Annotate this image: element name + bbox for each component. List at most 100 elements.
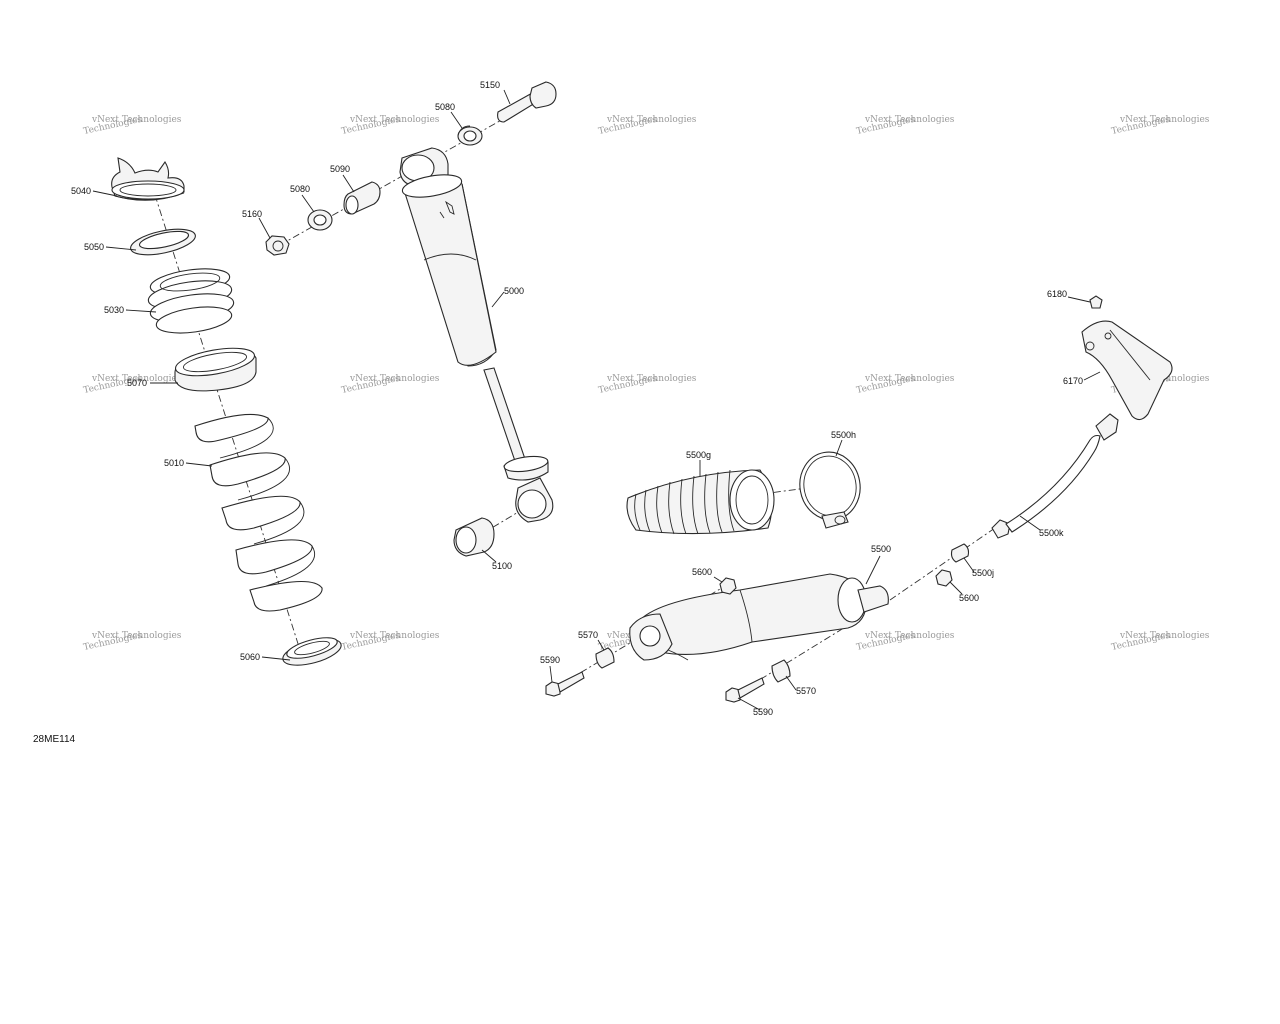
watermark: vNext Technologies Technologies xyxy=(1111,115,1210,137)
part-5600-nut-left xyxy=(719,577,737,595)
part-5500g-boot xyxy=(626,469,775,535)
leader-5060 xyxy=(261,656,291,661)
part-5570-spacer-right xyxy=(771,659,791,683)
leader-5150 xyxy=(503,89,511,105)
leader-5040 xyxy=(92,190,118,197)
callout-5500: 5500 xyxy=(871,544,891,554)
watermark: vNext Technologies Technologies xyxy=(341,631,440,653)
leader-5500j xyxy=(963,557,975,573)
watermark-line-1: vNext Technologies xyxy=(1119,631,1210,641)
part-5060-lower-seat xyxy=(282,637,342,666)
watermark-line-1: vNext Technologies xyxy=(349,115,440,125)
callout-5070: 5070 xyxy=(127,378,147,388)
figure-id: 28ME114 xyxy=(33,734,76,745)
part-5010-main-spring xyxy=(194,413,323,612)
callout-5080-lower: 5080 xyxy=(290,184,310,194)
callout-5000: 5000 xyxy=(504,286,524,296)
part-5150-bolt xyxy=(497,81,557,123)
callout-5590-left: 5590 xyxy=(540,655,560,665)
leader-5570b xyxy=(785,675,797,691)
watermark-line-1: vNext Technologies xyxy=(91,631,182,641)
watermark-line-1: vNext Technologies xyxy=(91,115,182,125)
watermark-line-1: vNext Technologies xyxy=(349,374,440,384)
callout-5050: 5050 xyxy=(84,242,104,252)
callout-5160: 5160 xyxy=(242,209,262,219)
callout-5570-right: 5570 xyxy=(796,686,816,696)
callout-5570-left: 5570 xyxy=(578,630,598,640)
watermark-line-1: vNext Technologies xyxy=(606,115,697,125)
leader-5500k xyxy=(1019,515,1041,531)
leader-5050 xyxy=(105,246,137,251)
part-5500k-hose xyxy=(991,413,1119,539)
part-5570-spacer-left xyxy=(595,647,615,669)
leader-5090 xyxy=(342,174,355,193)
watermark: vNext Technologies Technologies xyxy=(856,374,955,396)
watermark: vNext Technologies Technologies xyxy=(598,374,697,396)
part-5500h-clamp xyxy=(799,451,861,529)
leader-6170 xyxy=(1083,371,1101,381)
part-5070-crossover-ring xyxy=(174,347,257,392)
leader-5500h xyxy=(835,439,843,457)
watermark: vNext Technologies Technologies xyxy=(83,115,182,137)
part-5080-washer-upper xyxy=(457,125,483,146)
watermark-line-1: vNext Technologies xyxy=(864,374,955,384)
part-5500-reservoir xyxy=(629,573,889,661)
watermark-line-1: vNext Technologies xyxy=(1119,115,1210,125)
leader-5600b xyxy=(949,581,963,595)
callout-5500h: 5500h xyxy=(831,430,856,440)
leader-lines xyxy=(92,89,1101,711)
watermark-line-1: vNext Technologies xyxy=(91,374,182,384)
callout-5500g: 5500g xyxy=(686,450,711,460)
part-5100-bushing xyxy=(453,517,495,557)
callout-5600-left: 5600 xyxy=(692,567,712,577)
part-5080-washer-lower xyxy=(307,209,333,231)
callout-5030: 5030 xyxy=(104,305,124,315)
callout-6170: 6170 xyxy=(1063,376,1083,386)
leader-5590b xyxy=(737,697,761,711)
watermark-line-1: vNext Technologies xyxy=(864,115,955,125)
part-5590-bolt-left xyxy=(545,671,585,697)
callout-5040: 5040 xyxy=(71,186,91,196)
callouts: 5040 5050 5030 5070 5010 5060 5160 5080 … xyxy=(71,80,1083,717)
leader-5080b xyxy=(450,111,463,129)
leader-5080a xyxy=(301,194,315,213)
leader-5100 xyxy=(481,549,497,563)
callout-5080-upper: 5080 xyxy=(435,102,455,112)
part-5090-sleeve xyxy=(343,181,381,215)
callout-5090: 5090 xyxy=(330,164,350,174)
callout-6180: 6180 xyxy=(1047,289,1067,299)
part-5050-washer xyxy=(130,228,196,256)
watermark-line-1: vNext Technologies xyxy=(606,374,697,384)
watermark: vNext Technologies Technologies xyxy=(856,631,955,653)
hose-axis xyxy=(889,527,996,601)
callout-5060: 5060 xyxy=(240,652,260,662)
part-6180-screw xyxy=(1089,295,1103,309)
leader-5160 xyxy=(258,217,271,239)
leader-5590a xyxy=(549,665,553,683)
callout-5500k: 5500k xyxy=(1039,528,1064,538)
reservoir-axis-right xyxy=(734,617,861,696)
watermark: vNext Technologies Technologies xyxy=(341,115,440,137)
callout-5600-right: 5600 xyxy=(959,593,979,603)
leader-5030 xyxy=(125,309,157,313)
leader-5010 xyxy=(185,462,213,467)
part-5160-nut xyxy=(265,235,290,256)
leader-5000 xyxy=(491,291,505,308)
callout-5150: 5150 xyxy=(480,80,500,90)
watermark-line-1: vNext Technologies xyxy=(864,631,955,641)
watermark: vNext Technologies Technologies xyxy=(856,115,955,137)
leader-5500 xyxy=(865,555,881,585)
part-5040-spring-seat xyxy=(111,157,185,201)
watermark: vNext Technologies Technologies xyxy=(83,631,182,653)
spring-stack-axis xyxy=(154,194,301,651)
part-5590-bolt-right xyxy=(725,677,765,703)
watermark: vNext Technologies Technologies xyxy=(1111,631,1210,653)
watermark: vNext Technologies Technologies xyxy=(341,374,440,396)
watermark-line-1: vNext Technologies xyxy=(349,631,440,641)
watermark: vNext Technologies Technologies xyxy=(598,115,697,137)
callout-5500j: 5500j xyxy=(972,568,994,578)
part-5030-tender-spring xyxy=(147,268,235,334)
callout-5590-right: 5590 xyxy=(753,707,773,717)
part-5000-shock-absorber xyxy=(399,147,554,523)
